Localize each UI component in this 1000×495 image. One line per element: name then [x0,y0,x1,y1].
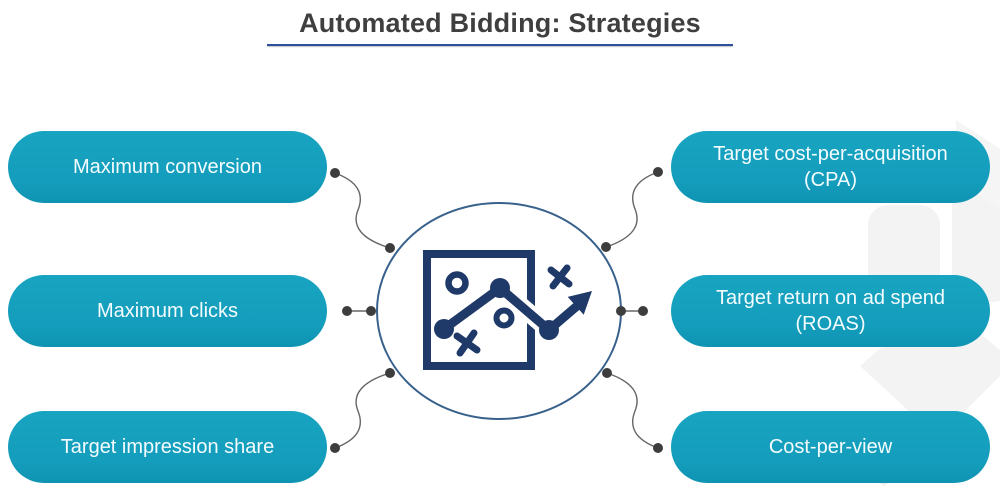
pill-label: Target cost-per-acquisition (CPA) [713,142,948,191]
connector-dot [385,243,395,253]
strategy-plan-icon [423,250,592,370]
connector-dot [330,168,340,178]
pill-target-cpa: Target cost-per-acquisition (CPA) [671,131,990,203]
connector-dot [330,443,340,453]
icon-x-mark [549,264,571,290]
connector-dots [330,167,663,453]
pill-target-impression-share: Target impression share [8,411,327,483]
connector-dot [653,443,663,453]
connector-curve-bottom-left [334,372,391,449]
icon-play-path [439,283,582,335]
connector-curve-top-right [605,171,659,248]
pill-label: Maximum conversion [73,155,262,178]
icon-node-dot [490,278,510,298]
title-underline [267,44,733,46]
icon-node-dot [434,319,454,339]
icon-x-mark [456,329,478,357]
icon-o-mark [445,271,469,295]
connector-dot [342,306,352,316]
icon-node-dot [539,320,559,340]
connector-dot [616,306,626,316]
connector-dot [638,306,648,316]
watermark-tower-shape [952,192,1000,302]
connector-curve-top-left [334,172,391,249]
pill-maximum-conversion: Maximum conversion [8,131,327,203]
connector-dot [602,368,612,378]
icon-x-marks [453,264,573,357]
connector-dot [653,167,663,177]
pill-label: Maximum clicks [96,299,239,322]
pill-label: Target impression share [60,435,275,458]
connector-dot [366,306,376,316]
pill-cost-per-view: Cost-per-view [671,411,990,483]
connector-curve-bottom-right [606,372,659,449]
page-title: Automated Bidding: Strategies [299,8,701,38]
connector-dot [601,242,611,252]
pill-target-roas: Target return on ad spend (ROAS) [671,275,990,347]
pill-maximum-clicks: Maximum clicks [8,275,327,347]
icon-o-mark [493,307,515,329]
icon-arrowhead [567,291,592,315]
connector-dot [385,368,395,378]
pill-label: Cost-per-view [768,435,893,458]
pill-label: Target return on ad spend (ROAS) [715,286,946,335]
